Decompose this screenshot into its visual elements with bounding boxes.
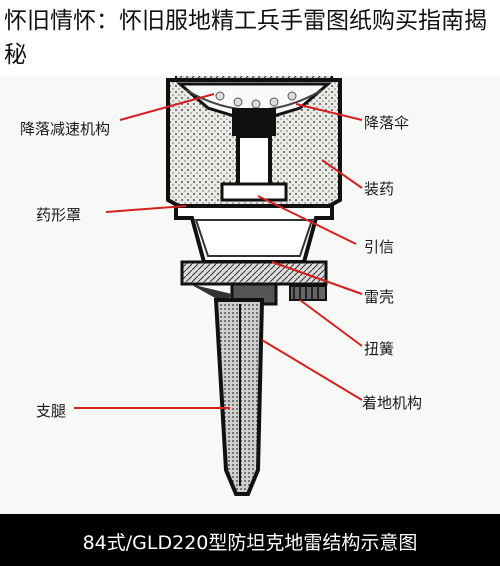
label-charge: 装药 xyxy=(364,180,395,198)
label-torsion-spring: 扭簧 xyxy=(364,340,395,358)
mine-body xyxy=(166,78,342,212)
support-leg xyxy=(213,298,265,496)
leader-lines xyxy=(74,35,363,409)
label-landing-mechanism: 着地机构 xyxy=(362,394,423,412)
lower-housing xyxy=(174,204,334,306)
label-support-leg: 支腿 xyxy=(36,402,67,420)
header-bar: 怀旧情怀：怀旧服地精工兵手雷图纸购买指南揭秘 xyxy=(0,0,500,76)
label-charge-cover: 药形罩 xyxy=(36,206,82,224)
label-mine-shell: 雷壳 xyxy=(364,288,395,306)
figure-caption: 84式/GLD220型防坦克地雷结构示意图 xyxy=(82,532,418,554)
label-detonator: 引信 xyxy=(364,238,395,256)
label-parachute: 降落伞 xyxy=(364,114,410,132)
page-title: 怀旧情怀：怀旧服地精工兵手雷图纸购买指南揭秘 xyxy=(4,8,487,68)
caption-bar xyxy=(0,514,500,566)
label-descent-mechanism: 降落减速机构 xyxy=(20,120,111,138)
